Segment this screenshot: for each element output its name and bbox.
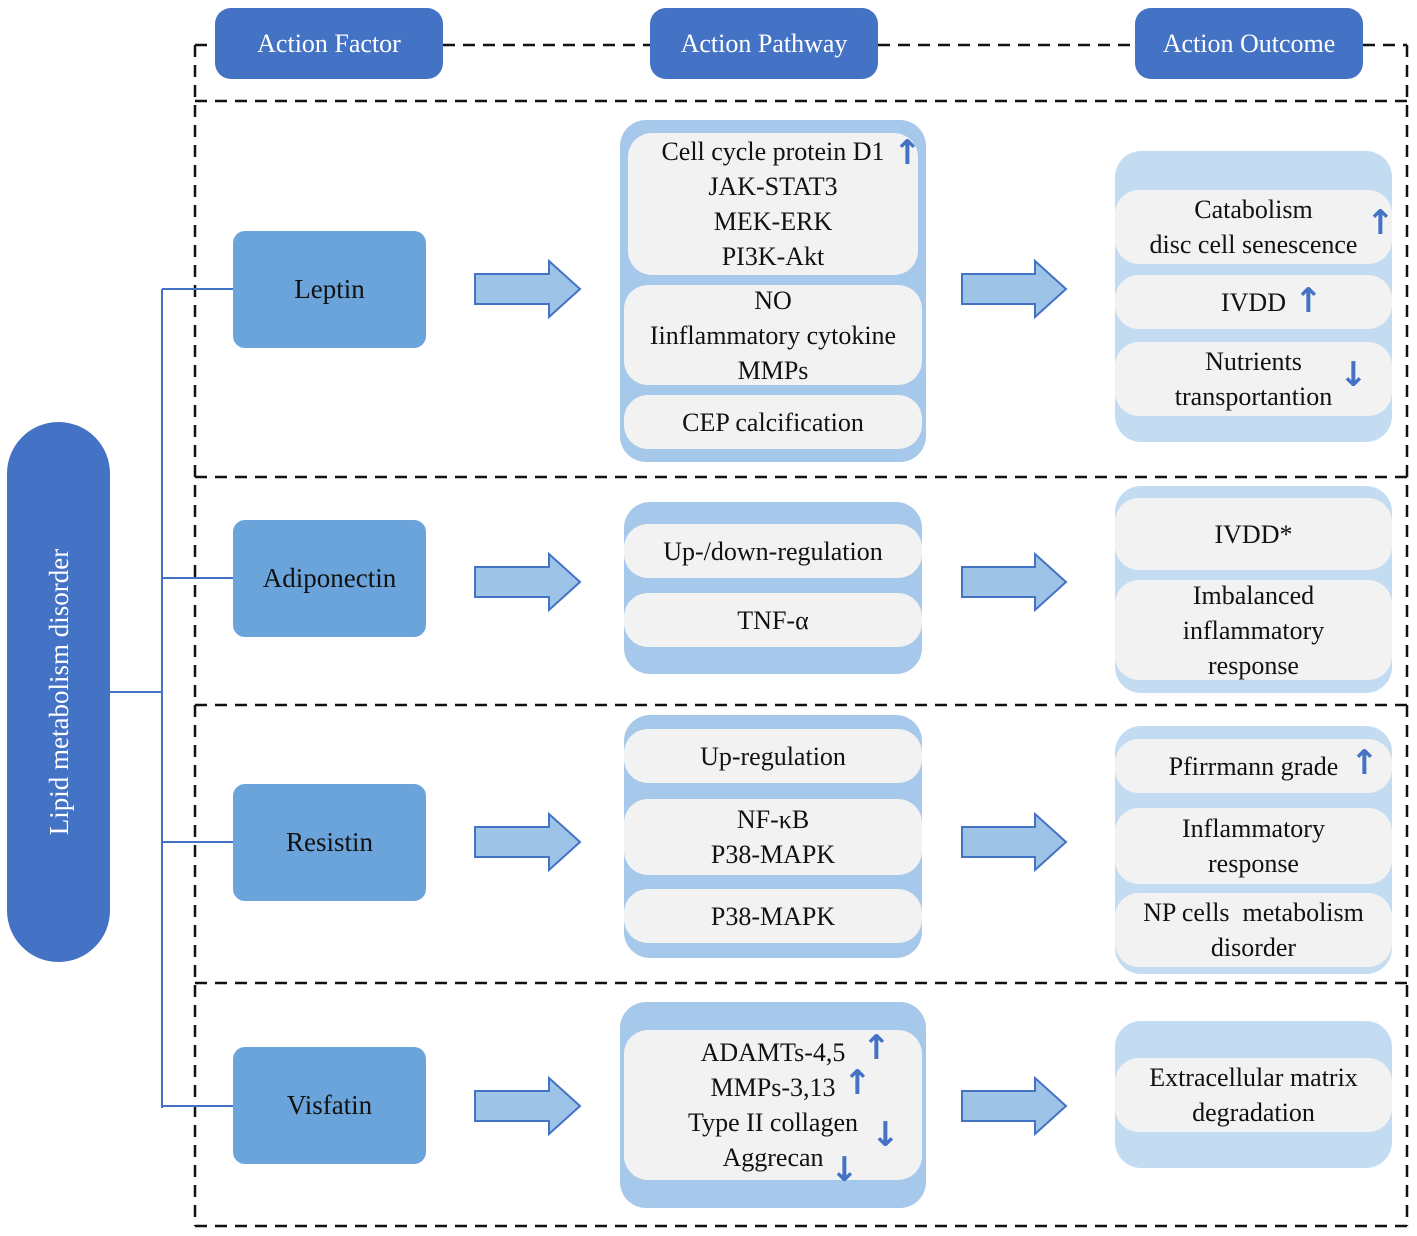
up-arrow-icon: ↑: [893, 133, 922, 173]
up-arrow-icon: ↑: [1350, 743, 1379, 783]
pathway-line: Up-/down-regulation: [663, 536, 883, 566]
pathway-line: Cell cycle protein D1: [661, 137, 885, 166]
outcome-line: Pfirrmann grade: [1168, 751, 1339, 781]
pathway-leptin-signaling: Cell cycle protein D1 JAK-STAT3 MEK-ERK …: [628, 133, 918, 275]
pathway-leptin-calcification: CEP calcification: [624, 395, 922, 449]
outcome-line: Extracellular matrix: [1149, 1063, 1358, 1092]
factor-to-pathway-arrow: [474, 551, 582, 613]
factor-to-pathway-arrow: [474, 258, 582, 320]
pathway-leptin-inflammation: NO Iinflammatory cytokine MMPs: [624, 285, 922, 385]
pathway-line: NF-κB: [736, 805, 810, 834]
outcome-line: response: [1208, 849, 1299, 878]
factor-visfatin: Visfatin: [233, 1047, 426, 1164]
outcome-line: Inflammatory: [1182, 814, 1325, 843]
outcome-resistin-pfirrmann: Pfirrmann grade: [1115, 739, 1392, 793]
outcome-line: inflammatory: [1182, 615, 1325, 645]
pathway-line: TNF-α: [737, 605, 809, 635]
outcome-line: degradation: [1192, 1098, 1315, 1127]
pathway-line: JAK-STAT3: [708, 172, 838, 201]
pathway-to-outcome-arrow: [961, 1075, 1068, 1137]
down-arrow-icon: ↓: [871, 1115, 900, 1155]
pathway-line: CEP calcification: [682, 407, 864, 437]
pathway-line: Type II collagen: [688, 1108, 858, 1137]
outcome-leptin-nutrients: Nutrients transportantion: [1115, 342, 1392, 416]
pathway-to-outcome-arrow: [961, 551, 1068, 613]
outcome-line: Nutrients: [1205, 347, 1302, 376]
outcome-line: NP cells metabolism: [1143, 898, 1364, 927]
outcome-resistin-np-cells: NP cells metabolism disorder: [1115, 893, 1392, 967]
outcome-line: Imbalanced: [1192, 580, 1315, 610]
pathway-resistin-regulation: Up-regulation: [624, 729, 922, 783]
up-arrow-icon: ↑: [862, 1028, 891, 1068]
pathway-adiponectin-regulation: Up-/down-regulation: [624, 524, 922, 578]
pathway-line: Aggrecan: [722, 1143, 824, 1172]
pathway-visfatin-matrix: ADAMTs-4,5 MMPs-3,13 Type II collagen Ag…: [624, 1030, 922, 1180]
outcome-line: IVDD: [1221, 287, 1286, 317]
pathway-to-outcome-arrow: [961, 258, 1068, 320]
outcome-line: IVDD*: [1214, 519, 1293, 549]
outcome-resistin-inflammatory: Inflammatory response: [1115, 808, 1392, 884]
up-arrow-icon: ↑: [843, 1063, 872, 1103]
down-arrow-icon: ↓: [1339, 355, 1368, 395]
root-lipid-metabolism-disorder: Lipid metabolism disorder: [7, 422, 110, 962]
pathway-line: MMPs: [737, 355, 809, 385]
outcome-leptin-ivdd: IVDD: [1115, 275, 1392, 329]
pathway-resistin-nfkb: NF-κB P38-MAPK: [624, 799, 922, 875]
pathway-line: MEK-ERK: [713, 207, 833, 236]
factor-to-pathway-arrow: [474, 811, 582, 873]
outcome-line: transportantion: [1174, 382, 1333, 411]
outcome-line: disorder: [1210, 933, 1297, 962]
pathway-resistin-p38: P38-MAPK: [624, 889, 922, 943]
factor-adiponectin: Adiponectin: [233, 520, 426, 637]
pathway-line: P38-MAPK: [710, 901, 836, 931]
outcome-leptin-catabolism: Catabolism disc cell senescence: [1115, 190, 1392, 264]
factor-to-pathway-arrow: [474, 1075, 582, 1137]
outcome-visfatin-ecm: Extracellular matrix degradation: [1115, 1058, 1392, 1132]
up-arrow-icon: ↑: [1294, 281, 1323, 321]
pathway-line: ADAMTs-4,5: [700, 1038, 846, 1067]
outcome-line: Catabolism: [1194, 195, 1313, 224]
up-arrow-icon: ↑: [1366, 203, 1395, 243]
pathway-line: NO: [754, 285, 792, 315]
root-label: Lipid metabolism disorder: [44, 548, 74, 836]
pathway-line: Up-regulation: [700, 741, 846, 771]
factor-leptin: Leptin: [233, 231, 426, 348]
pathway-line: MMPs-3,13: [710, 1073, 836, 1102]
pathway-line: PI3K-Akt: [721, 242, 825, 271]
connector-tree: [110, 288, 233, 1108]
down-arrow-icon: ↓: [830, 1150, 859, 1190]
outcome-adiponectin-inflammatory: Imbalanced inflammatory response: [1115, 580, 1392, 680]
pathway-line: P38-MAPK: [710, 840, 836, 869]
header-action-outcome: Action Outcome: [1135, 8, 1363, 79]
pathway-line: Iinflammatory cytokine: [649, 320, 897, 350]
outcome-line: disc cell senescence: [1149, 230, 1358, 259]
header-action-pathway: Action Pathway: [650, 8, 878, 79]
outcome-adiponectin-ivdd: IVDD*: [1115, 498, 1392, 570]
pathway-adiponectin-tnf: TNF-α: [624, 593, 922, 647]
factor-resistin: Resistin: [233, 784, 426, 901]
pathway-to-outcome-arrow: [961, 811, 1068, 873]
header-action-factor: Action Factor: [215, 8, 443, 79]
outcome-line: response: [1208, 650, 1299, 680]
